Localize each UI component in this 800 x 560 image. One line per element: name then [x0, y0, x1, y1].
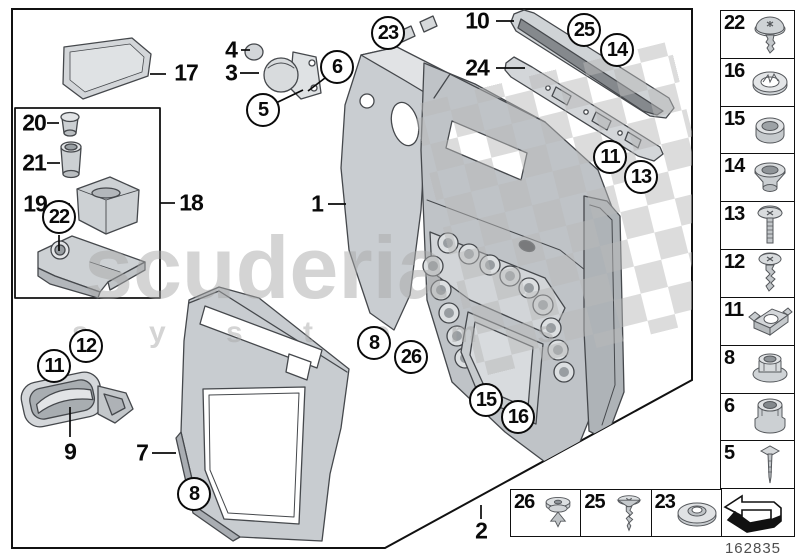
sidebar-item-8[interactable]: 8: [721, 344, 794, 393]
bottom-num-23: 23: [654, 491, 676, 513]
sidebar-item-6[interactable]: 6: [721, 392, 794, 441]
sidebar-item-13[interactable]: 13: [721, 201, 794, 249]
callout-8-center[interactable]: 8: [357, 326, 391, 360]
lower-panel-7-drawing: [175, 286, 350, 542]
fastener-sidebar: 22 16 15: [720, 10, 795, 537]
grommet-ring-icon: [755, 117, 785, 144]
cage-nut-icon: [748, 307, 793, 337]
sidebar-num-8: 8: [724, 346, 735, 369]
bottom-num-25: 25: [584, 491, 605, 513]
label-2[interactable]: 2: [475, 517, 488, 544]
label-17[interactable]: 17: [174, 59, 199, 86]
star-washer-icon: [752, 71, 788, 96]
callout-15[interactable]: 15: [469, 383, 503, 417]
watermark-text-1: scuderia: [84, 218, 447, 317]
callout-26[interactable]: 26: [394, 340, 428, 374]
sidebar-num-13: 13: [724, 203, 745, 226]
sidebar-num-16: 16: [724, 59, 745, 82]
label-3[interactable]: 3: [225, 59, 238, 86]
callout-12[interactable]: 12: [69, 329, 103, 363]
callout-13[interactable]: 13: [624, 160, 658, 194]
sidebar-item-12[interactable]: 12: [721, 249, 794, 297]
screw-washer-icon: [754, 16, 786, 55]
sidebar-item-15[interactable]: 15: [721, 105, 794, 154]
label-9[interactable]: 9: [64, 438, 77, 465]
label-4[interactable]: 4: [225, 36, 238, 63]
tray-19-drawing: [76, 176, 140, 235]
sidebar-num-14: 14: [724, 155, 745, 178]
label-7[interactable]: 7: [136, 439, 149, 466]
watermark: scuderia s y s t e m s: [72, 41, 692, 377]
sidebar-num-22: 22: [724, 12, 745, 34]
watermark-checker-flag: [412, 41, 692, 377]
bracket-22-drawing: [37, 235, 146, 299]
sidebar-item-5[interactable]: 5: [721, 440, 794, 488]
callout-11-left[interactable]: 11: [37, 349, 71, 383]
label-21[interactable]: 21: [22, 149, 47, 176]
sidebar-item-16[interactable]: 16: [721, 57, 794, 106]
push-rivet-icon: [546, 497, 571, 528]
document-number: 162835: [724, 540, 782, 557]
trim-strip-17-drawing: [62, 37, 152, 100]
bottom-num-26: 26: [514, 491, 535, 513]
label-19[interactable]: 19: [23, 190, 48, 217]
countersunk-screw-icon: [616, 495, 642, 532]
flange-nut-icon: [752, 353, 788, 383]
watermark-text-2: s y s t e m s: [72, 316, 580, 349]
knob-20-drawing: [60, 111, 80, 137]
sidebar-num-5: 5: [724, 442, 735, 465]
sidebar-num-11: 11: [724, 298, 744, 321]
sidebar-num-6: 6: [724, 394, 735, 417]
bottom-item-25[interactable]: 25: [580, 490, 650, 536]
page-arrow-icon: [723, 494, 782, 533]
callout-23[interactable]: 23: [371, 16, 405, 50]
sidebar-num-12: 12: [724, 251, 745, 274]
callout-11-right[interactable]: 11: [593, 140, 627, 174]
socket-21-drawing: [60, 141, 82, 179]
callout-14[interactable]: 14: [600, 33, 634, 67]
callout-22[interactable]: 22: [42, 200, 76, 234]
sidebar-item-11[interactable]: 11: [721, 296, 794, 345]
funnel-grommet-icon: [754, 162, 786, 192]
callout-8-bottom[interactable]: 8: [177, 477, 211, 511]
label-24[interactable]: 24: [465, 54, 490, 81]
washer-grommet-icon: [677, 502, 717, 527]
label-20[interactable]: 20: [22, 109, 47, 136]
sidebar-item-14[interactable]: 14: [721, 153, 794, 201]
long-screw-icon: [757, 205, 783, 244]
sidebar-num-15: 15: [724, 107, 745, 130]
pan-screw-icon: [758, 252, 782, 293]
sidebar-item-arrow[interactable]: [721, 488, 794, 536]
pin-rivet-icon: [759, 445, 781, 483]
bottom-item-26[interactable]: 26: [511, 490, 580, 536]
label-18[interactable]: 18: [179, 189, 204, 216]
label-1[interactable]: 1: [311, 190, 324, 217]
callout-25[interactable]: 25: [567, 13, 601, 47]
label-10[interactable]: 10: [465, 7, 490, 34]
callout-16[interactable]: 16: [501, 400, 535, 434]
bottom-item-23[interactable]: 23: [650, 490, 721, 536]
sidebar-item-22[interactable]: 22: [721, 11, 794, 58]
callout-5[interactable]: 5: [246, 93, 280, 127]
callout-6[interactable]: 6: [320, 50, 354, 84]
bottom-clip-row: 26 25: [510, 489, 722, 537]
collar-nut-icon: [754, 398, 786, 434]
